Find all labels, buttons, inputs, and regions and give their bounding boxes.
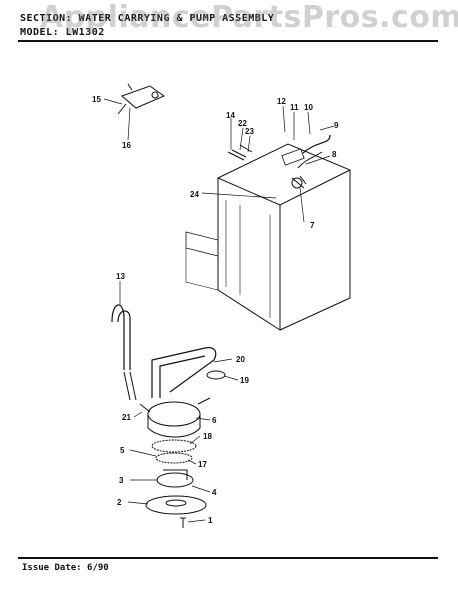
callout-6: 6: [212, 416, 217, 425]
issue-date: Issue Date: 6/90: [22, 563, 109, 573]
callout-8: 8: [332, 150, 337, 159]
callout-14: 14: [226, 111, 235, 120]
hose-13: [111, 304, 131, 370]
callout-23: 23: [245, 127, 254, 136]
callout-2: 2: [117, 498, 122, 507]
callout-19: 19: [240, 376, 249, 385]
callout-11: 11: [290, 103, 299, 112]
section-title: SECTION: WATER CARRYING & PUMP ASSEMBLY: [20, 13, 275, 24]
coupling-part: [156, 469, 194, 488]
callout-20: 20: [236, 355, 245, 364]
callout-10: 10: [304, 103, 313, 112]
hose-clamp: [206, 370, 226, 380]
callout-1: 1: [208, 516, 213, 525]
pump-assembly: [139, 397, 211, 438]
screw-1: [180, 517, 186, 528]
callout-13: 13: [116, 272, 125, 281]
pulley-18: [151, 439, 197, 453]
callout-24: 24: [190, 190, 199, 199]
callout-9: 9: [334, 121, 339, 130]
header-rule: [18, 40, 438, 42]
leader-lines: [103, 98, 335, 523]
watermark: AppliancePartsPros.com: [40, 0, 458, 35]
screw-cluster: [227, 144, 253, 161]
pulley-5: [155, 452, 193, 464]
water-valve: [291, 134, 331, 189]
callout-18: 18: [203, 432, 212, 441]
callout-12: 12: [277, 97, 286, 106]
callout-5: 5: [120, 446, 125, 455]
footer-rule: [18, 557, 438, 559]
hose-20: [151, 347, 217, 398]
callout-7: 7: [310, 221, 315, 230]
callout-3: 3: [119, 476, 124, 485]
bracket-part: [117, 83, 166, 115]
callout-21: 21: [122, 413, 131, 422]
callout-16: 16: [122, 141, 131, 150]
callout-4: 4: [212, 488, 217, 497]
model-title: MODEL: LW1302: [20, 27, 105, 38]
callout-17: 17: [198, 460, 207, 469]
callout-15: 15: [92, 95, 101, 104]
base-plate: [145, 495, 207, 515]
hose-21: [123, 371, 137, 401]
washer-cabinet: [185, 143, 352, 331]
callout-22: 22: [238, 119, 247, 128]
